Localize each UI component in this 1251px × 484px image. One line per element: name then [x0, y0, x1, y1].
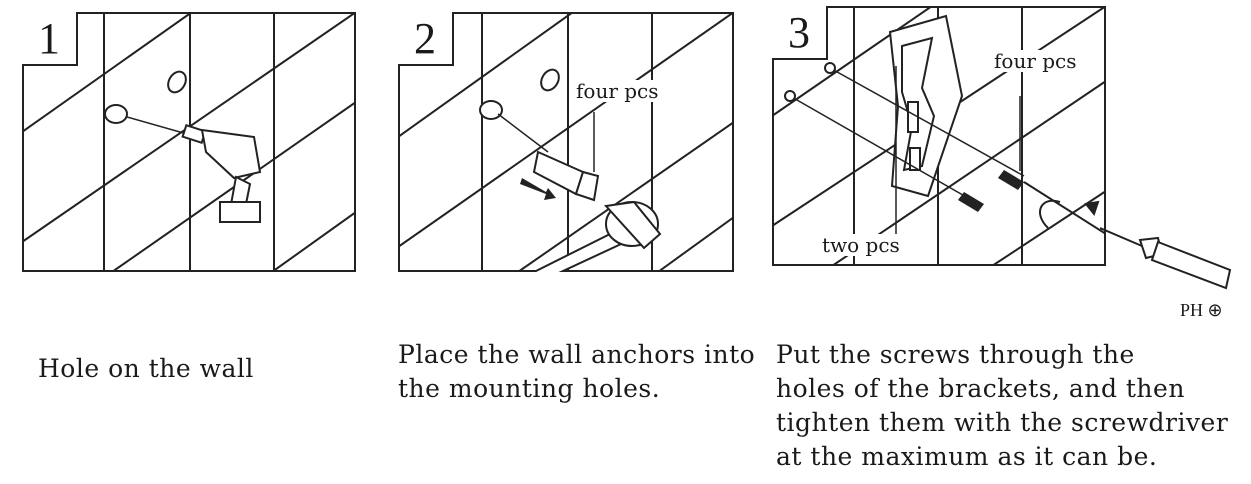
wall-hole-lower [104, 104, 128, 124]
screwdriver-handle-icon [1100, 227, 1232, 290]
screw-icon [958, 192, 984, 212]
step-2-number: 2 [398, 12, 454, 66]
step-3-number: 3 [772, 6, 828, 60]
step-2-caption: Place the wall anchors into the mounting… [398, 340, 756, 403]
bracket-icon [888, 14, 964, 198]
step-1-illustration [22, 12, 356, 272]
step-3-illustration [772, 6, 1106, 266]
mounting-hole-upper [540, 68, 560, 92]
four-pcs-label: four pcs [992, 49, 1079, 73]
step-2-panel: 2 four pcs [398, 12, 734, 272]
screw-icon [998, 170, 1024, 190]
mounting-hole-lower [479, 100, 503, 120]
insert-arrow-icon [520, 178, 556, 200]
step-3-panel: 3 four pcs two pcs [772, 6, 1106, 266]
step-1-number: 1 [22, 12, 78, 66]
four-pcs-label: four pcs [574, 79, 661, 103]
wall-anchor-icon [532, 150, 600, 202]
wall-hole-upper [167, 70, 187, 94]
step-1-caption: Hole on the wall [38, 354, 254, 383]
screwdriver-type-label: PH ⊕ [1180, 300, 1223, 320]
step-2-illustration [398, 12, 734, 272]
step-1-panel: 1 [22, 12, 356, 272]
hammer-icon [531, 200, 662, 272]
two-pcs-label: two pcs [820, 233, 902, 257]
screwdriver-icon [1023, 181, 1106, 235]
screw-lines [789, 67, 1025, 207]
step-3-caption: Put the screws through the holes of the … [776, 340, 1229, 471]
drill-icon [126, 116, 262, 223]
